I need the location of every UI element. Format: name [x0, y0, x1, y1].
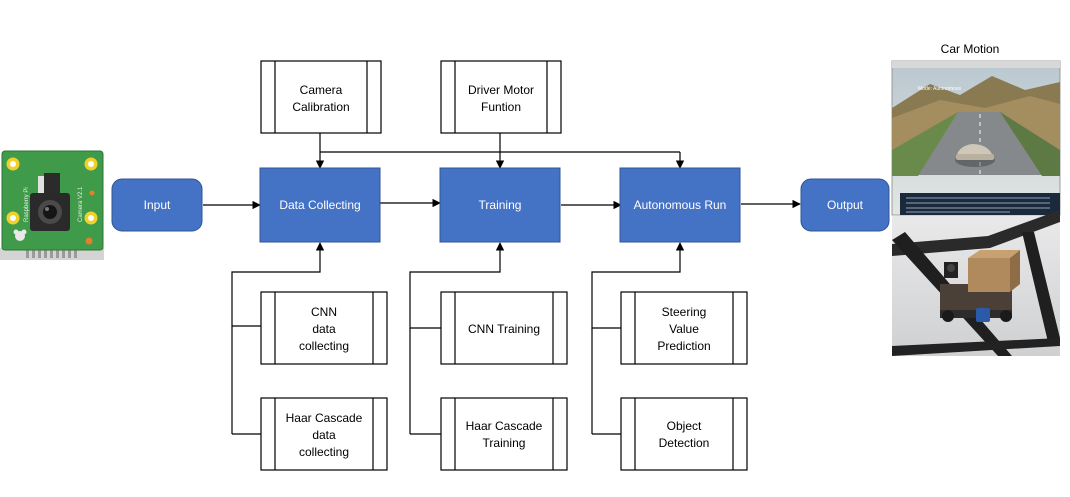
- steering-prediction-line-2: Value: [669, 322, 699, 336]
- robot-car-photo: [892, 210, 1060, 356]
- cnn-data-collecting-line-3: collecting: [299, 339, 349, 353]
- output-label: Output: [827, 198, 864, 212]
- camera-calibration-line-2: Calibration: [292, 100, 349, 114]
- haar-training-line-1: Haar Cascade: [466, 419, 543, 433]
- driver-motor-line-2: Funtion: [481, 100, 521, 114]
- process-node-input: Input: [111, 178, 203, 232]
- steering-prediction-line-1: Steering: [662, 305, 707, 319]
- module-driver-motor-function: Driver Motor Funtion: [440, 60, 562, 134]
- raspberry-logo-icon: [13, 229, 27, 241]
- haar-training-line-2: Training: [483, 436, 526, 450]
- object-detection-line-2: Detection: [659, 436, 710, 450]
- training-label: Training: [479, 198, 522, 212]
- car-sim-icon: [955, 144, 995, 167]
- object-detection-line-1: Object: [667, 419, 702, 433]
- autonomous-run-label: Autonomous Run: [634, 198, 727, 212]
- connector-training-modules: [409, 242, 505, 329]
- data-collecting-label: Data Collecting: [279, 198, 360, 212]
- module-camera-calibration: Camera Calibration: [260, 60, 382, 134]
- robot-car-icon: [940, 250, 1020, 322]
- simulator-mode-overlay: Mode: Autonomous: [918, 86, 962, 92]
- simulator-screenshot: Mode: Autonomous: [891, 60, 1061, 216]
- car-motion-title: Car Motion: [941, 42, 1000, 56]
- cnn-training-line-1: CNN Training: [468, 322, 540, 336]
- camera-calibration-line-1: Camera: [300, 83, 343, 97]
- cnn-data-collecting-line-1: CNN: [311, 305, 337, 319]
- input-label: Input: [144, 198, 171, 212]
- module-cnn-training: CNN Training: [440, 291, 568, 365]
- haar-data-collecting-line-1: Haar Cascade: [286, 411, 363, 425]
- process-node-training: Training: [439, 167, 561, 243]
- raspberry-pi-camera-image: Raspberry Pi Camera V2.1: [0, 150, 104, 260]
- module-steering-value-prediction: Steering Value Prediction: [620, 291, 748, 365]
- haar-data-collecting-line-2: data: [312, 428, 336, 442]
- connector-data-collecting-modules: [231, 242, 325, 327]
- connector-autonomous-modules: [591, 242, 685, 329]
- driver-motor-line-1: Driver Motor: [468, 83, 534, 97]
- process-node-autonomous-run: Autonomous Run: [619, 167, 741, 243]
- module-haar-cascade-data-collecting: Haar Cascade data collecting: [260, 397, 388, 471]
- connectors: [203, 133, 801, 435]
- module-haar-cascade-training: Haar Cascade Training: [440, 397, 568, 471]
- process-node-data-collecting: Data Collecting: [259, 167, 381, 243]
- cnn-data-collecting-line-2: data: [312, 322, 336, 336]
- haar-data-collecting-line-3: collecting: [299, 445, 349, 459]
- process-node-output: Output: [800, 178, 890, 232]
- camera-model-text: Camera V2.1: [78, 186, 84, 222]
- steering-prediction-line-3: Prediction: [657, 339, 710, 353]
- module-cnn-data-collecting: CNN data collecting: [260, 291, 388, 365]
- camera-brand-text: Raspberry Pi: [24, 187, 30, 222]
- module-object-detection: Object Detection: [620, 397, 748, 471]
